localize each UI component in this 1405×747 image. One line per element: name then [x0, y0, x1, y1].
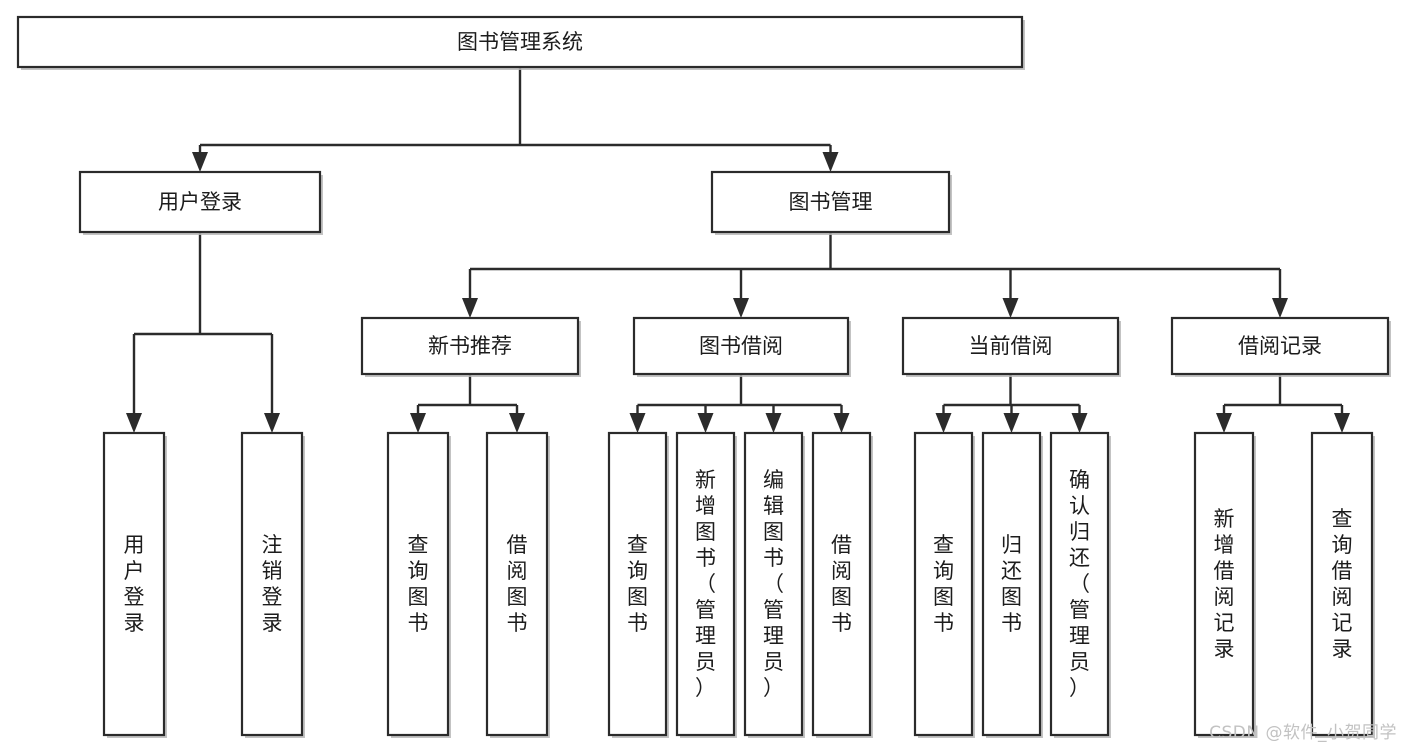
edge-group-book-borrow — [629, 374, 850, 433]
node-leaf-query-book-3[interactable]: 查询图书 — [913, 431, 975, 738]
node-leaf-query-record[interactable]: 查询借阅记录 — [1310, 431, 1375, 738]
node-label: 借阅图书 — [507, 533, 528, 635]
node-user-login[interactable]: 用户登录 — [78, 170, 323, 235]
node-label: 新书推荐 — [428, 334, 512, 358]
node-label: 图书借阅 — [699, 334, 783, 358]
edge-group-book-manage — [462, 232, 1288, 318]
node-new-book-rec[interactable]: 新书推荐 — [360, 316, 581, 377]
nodes-layer: 图书管理系统用户登录图书管理新书推荐图书借阅当前借阅借阅记录用户登录注销登录查询… — [16, 15, 1391, 738]
node-label: 查询借阅记录 — [1332, 507, 1353, 661]
edge-group-user-login — [126, 232, 280, 433]
node-label: 借阅图书 — [831, 533, 852, 635]
node-leaf-logout[interactable]: 注销登录 — [240, 431, 305, 738]
node-leaf-add-record[interactable]: 新增借阅记录 — [1193, 431, 1256, 738]
node-leaf-query-book-2[interactable]: 查询图书 — [607, 431, 669, 738]
node-leaf-confirm-return[interactable]: 确认归还（管理员） — [1049, 431, 1111, 738]
node-label: 确认归还（管理员） — [1069, 468, 1090, 700]
edge-group-current-borrow — [935, 374, 1088, 433]
node-label: 查询图书 — [408, 533, 429, 635]
node-leaf-user-login[interactable]: 用户登录 — [102, 431, 167, 738]
node-label: 编辑图书（管理员） — [763, 468, 784, 700]
node-label: 新增图书（管理员） — [695, 468, 716, 700]
node-label: 图书管理系统 — [457, 30, 583, 54]
node-label: 当前借阅 — [969, 334, 1053, 358]
node-label: 查询图书 — [933, 533, 954, 635]
edge-group-new-book-rec — [410, 374, 525, 433]
node-borrow-record[interactable]: 借阅记录 — [1170, 316, 1391, 377]
edge-group-borrow-record — [1216, 374, 1350, 433]
node-current-borrow[interactable]: 当前借阅 — [901, 316, 1121, 377]
edges-layer — [126, 67, 1350, 433]
node-label: 归还图书 — [1001, 533, 1022, 635]
node-leaf-query-book-1[interactable]: 查询图书 — [386, 431, 451, 738]
node-book-borrow[interactable]: 图书借阅 — [632, 316, 851, 377]
edge-group-root — [192, 67, 839, 172]
node-label: 用户登录 — [124, 533, 145, 635]
node-label: 用户登录 — [158, 190, 242, 214]
node-label: 注销登录 — [262, 533, 283, 635]
node-leaf-edit-book[interactable]: 编辑图书（管理员） — [743, 431, 805, 738]
node-label: 新增借阅记录 — [1214, 507, 1235, 661]
node-root[interactable]: 图书管理系统 — [16, 15, 1025, 70]
node-leaf-borrow-book-1[interactable]: 借阅图书 — [485, 431, 550, 738]
node-label: 图书管理 — [789, 190, 873, 214]
node-leaf-return-book[interactable]: 归还图书 — [981, 431, 1043, 738]
node-leaf-borrow-book-2[interactable]: 借阅图书 — [811, 431, 873, 738]
node-label: 借阅记录 — [1238, 334, 1322, 358]
node-label: 查询图书 — [627, 533, 648, 635]
node-book-manage[interactable]: 图书管理 — [710, 170, 952, 235]
node-leaf-add-book[interactable]: 新增图书（管理员） — [675, 431, 737, 738]
